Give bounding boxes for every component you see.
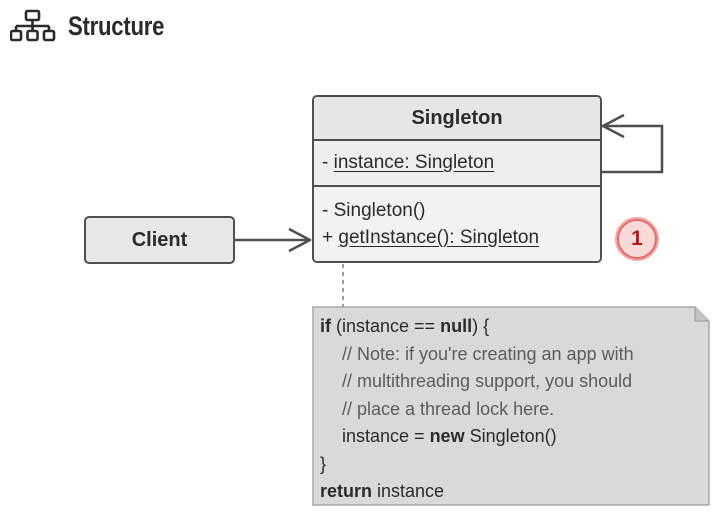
client-label: Client [131,228,188,251]
singleton-class-box: Singleton - instance: Singleton - Single… [312,95,602,263]
constructor-method: - Singleton() [322,200,426,221]
self-association-arrowhead [601,113,625,139]
get-instance-method: getInstance(): Singleton [338,227,540,248]
note-code-block: if (instance == null) { // Note: if you'r… [320,313,634,506]
code-line-7: return instance [320,481,445,501]
self-association-line [602,124,664,174]
code-line-5: instance = new Singleton() [342,426,557,446]
code-line-1: if (instance == null) { [320,316,490,336]
header: Structure [10,6,185,46]
code-line-3: // multithreading support, you should [342,371,633,391]
code-line-2: // Note: if you're creating an app with [342,343,634,364]
class-methods-section: - Singleton() + getInstance(): Singleton [314,187,600,261]
page-title: Structure [68,10,165,41]
method-visibility: + [322,227,339,248]
code-line-6: } [320,453,327,474]
class-fields-section: - instance: Singleton [314,141,600,187]
structure-hierarchy-icon [10,9,56,43]
client-box: Client [84,216,235,264]
field-visibility: - [322,152,334,173]
get-instance-method-row: + getInstance(): Singleton [322,224,600,251]
client-dependency-arrowhead [288,227,312,253]
step-badge: 1 [615,217,659,261]
class-name: Singleton [314,97,600,141]
code-line-4: // place a thread lock here. [342,398,555,419]
step-number: 1 [631,227,643,250]
instance-field: instance: Singleton [333,152,495,173]
note-shape [312,306,710,506]
code-note: if (instance == null) { // Note: if you'r… [312,306,710,506]
